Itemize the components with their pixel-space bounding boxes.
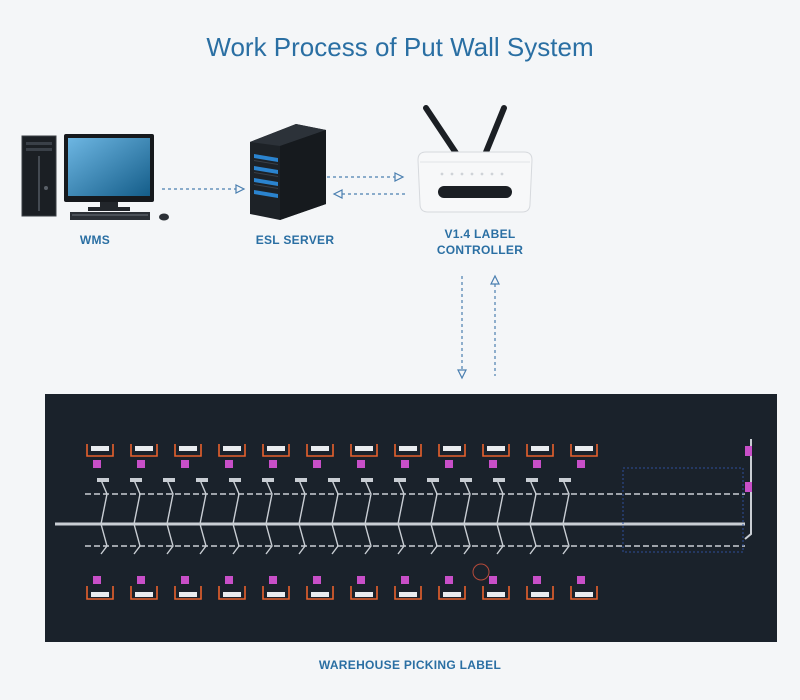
put-wall-station-bottom bbox=[174, 576, 202, 600]
conveyor-node bbox=[559, 478, 571, 482]
controller-label: V1.4 LABEL CONTROLLER bbox=[410, 226, 550, 258]
picking-label-icon bbox=[269, 460, 277, 468]
picking-label-icon bbox=[137, 576, 145, 584]
conveyor-branch bbox=[331, 479, 339, 555]
conveyor-branch bbox=[364, 479, 372, 555]
conveyor-node bbox=[427, 478, 439, 482]
conveyor-branch bbox=[265, 479, 273, 555]
picking-label-icon bbox=[489, 460, 497, 468]
picking-label-icon bbox=[225, 576, 233, 584]
conveyor-branch bbox=[133, 479, 141, 555]
put-wall-station-bottom bbox=[482, 576, 510, 600]
conveyor-node bbox=[361, 478, 373, 482]
conveyor-branch bbox=[100, 479, 108, 555]
picking-label-icon bbox=[269, 576, 277, 584]
picking-label-icon bbox=[313, 576, 321, 584]
picking-label-icon bbox=[533, 460, 541, 468]
server-icon bbox=[250, 124, 326, 220]
wms-label: WMS bbox=[79, 233, 111, 247]
conveyor-branch bbox=[199, 479, 207, 555]
router-icon bbox=[417, 105, 533, 213]
esl-server-label: ESL SERVER bbox=[255, 233, 335, 247]
put-wall-station-top bbox=[526, 444, 554, 468]
conveyor-branch bbox=[166, 479, 174, 555]
picking-label-icon bbox=[93, 460, 101, 468]
picking-label-icon bbox=[577, 460, 585, 468]
picking-label-icon bbox=[225, 460, 233, 468]
conveyor-branch bbox=[496, 479, 504, 555]
conveyor-branch bbox=[298, 479, 306, 555]
put-wall-station-bottom bbox=[86, 576, 114, 600]
picking-label-icon bbox=[93, 576, 101, 584]
put-wall-station-top bbox=[174, 444, 202, 468]
picking-label-icon bbox=[489, 576, 497, 584]
conveyor-node bbox=[130, 478, 142, 482]
put-wall-station-bottom bbox=[130, 576, 158, 600]
put-wall-station-bottom bbox=[218, 576, 246, 600]
put-wall-station-top bbox=[86, 444, 114, 468]
picking-label-icon bbox=[401, 576, 409, 584]
conveyor-branch bbox=[430, 479, 438, 555]
conveyor-node bbox=[229, 478, 241, 482]
right-zone-outline bbox=[622, 467, 744, 553]
put-wall-station-bottom bbox=[526, 576, 554, 600]
conveyor-node bbox=[526, 478, 538, 482]
put-wall-station-top bbox=[570, 444, 598, 468]
arrow-controller-to-warehouse bbox=[457, 276, 467, 380]
marker-circle bbox=[472, 563, 490, 581]
conveyor-node bbox=[196, 478, 208, 482]
put-wall-station-top bbox=[482, 444, 510, 468]
picking-label-icon bbox=[181, 460, 189, 468]
put-wall-station-bottom bbox=[570, 576, 598, 600]
put-wall-station-top bbox=[306, 444, 334, 468]
arrow-wms-to-server bbox=[162, 184, 246, 194]
picking-label-icon bbox=[577, 576, 585, 584]
conveyor-node bbox=[493, 478, 505, 482]
conveyor-branch bbox=[562, 479, 570, 555]
picking-label-icon bbox=[313, 460, 321, 468]
picking-label-icon bbox=[445, 576, 453, 584]
picking-label-icon bbox=[137, 460, 145, 468]
conveyor-branch bbox=[397, 479, 405, 555]
picking-label-icon bbox=[401, 460, 409, 468]
conveyor-branch bbox=[232, 479, 240, 555]
conveyor-node bbox=[394, 478, 406, 482]
put-wall-station-top bbox=[394, 444, 422, 468]
conveyor-branch bbox=[529, 479, 537, 555]
picking-label-icon bbox=[181, 576, 189, 584]
put-wall-station-top bbox=[262, 444, 290, 468]
put-wall-station-bottom bbox=[394, 576, 422, 600]
put-wall-station-bottom bbox=[306, 576, 334, 600]
conveyor-node bbox=[262, 478, 274, 482]
put-wall-station-top bbox=[438, 444, 466, 468]
arrow-controller-to-server bbox=[332, 189, 408, 199]
diagram-title: Work Process of Put Wall System bbox=[206, 32, 594, 62]
conveyor-node bbox=[328, 478, 340, 482]
wms-computer-icon bbox=[21, 134, 169, 221]
arrow-warehouse-to-controller bbox=[490, 274, 500, 376]
picking-label-icon bbox=[357, 460, 365, 468]
arrow-server-to-controller bbox=[327, 172, 405, 182]
controller-label-line2: CONTROLLER bbox=[436, 243, 524, 257]
conveyor-node bbox=[295, 478, 307, 482]
put-wall-station-bottom bbox=[350, 576, 378, 600]
conveyor-node bbox=[97, 478, 109, 482]
put-wall-station-top bbox=[350, 444, 378, 468]
picking-label-icon bbox=[533, 576, 541, 584]
warehouse-label: WAREHOUSE PICKING LABEL bbox=[318, 658, 502, 672]
conveyor-branch bbox=[463, 479, 471, 555]
controller-label-line1: V1.4 LABEL bbox=[444, 227, 516, 241]
put-wall-station-bottom bbox=[438, 576, 466, 600]
right-vertical-conveyor bbox=[744, 439, 752, 540]
conveyor-node bbox=[163, 478, 175, 482]
picking-label-icon bbox=[357, 576, 365, 584]
put-wall-station-top bbox=[218, 444, 246, 468]
put-wall-station-bottom bbox=[262, 576, 290, 600]
picking-label-icon bbox=[745, 482, 752, 492]
put-wall-station-top bbox=[130, 444, 158, 468]
warehouse-layout bbox=[45, 394, 777, 642]
picking-label-icon bbox=[745, 446, 752, 456]
conveyor-node bbox=[460, 478, 472, 482]
picking-label-icon bbox=[445, 460, 453, 468]
